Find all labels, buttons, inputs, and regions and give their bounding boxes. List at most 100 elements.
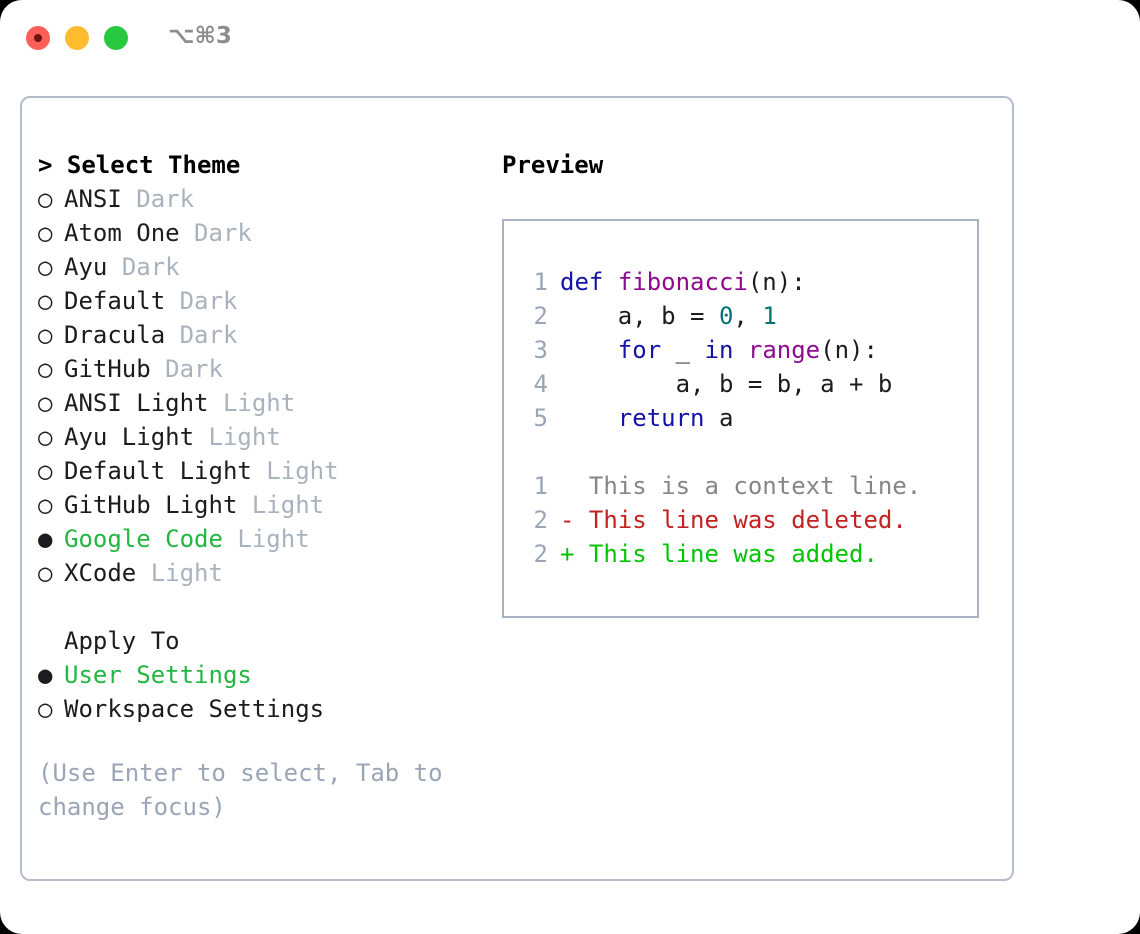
preview-heading: Preview [502, 151, 604, 179]
theme-list-item[interactable]: ○ANSI Light Light [38, 386, 478, 420]
radio-selected-icon[interactable]: ● [38, 661, 53, 689]
code-token: def [560, 268, 604, 296]
theme-name-label: ANSI [64, 185, 122, 213]
theme-list[interactable]: ○ANSI Dark○Atom One Dark○Ayu Dark○Defaul… [38, 182, 478, 590]
theme-label-gap [237, 491, 251, 519]
theme-variant-label: Light [222, 389, 296, 417]
theme-list-item[interactable]: ○ Default Dark [38, 284, 478, 318]
theme-list-item[interactable]: ○GitHub Dark [38, 352, 478, 386]
maximize-button-icon[interactable] [104, 26, 128, 50]
theme-label-gap [223, 525, 237, 553]
diff-sample: 1 This is a context line.2- This line wa… [504, 469, 977, 571]
diff-gap [574, 540, 588, 568]
theme-variant-label: Dark [179, 321, 238, 349]
theme-name-label: Atom One [64, 219, 180, 247]
theme-label-gap [136, 559, 150, 587]
theme-name-label: Default [64, 287, 166, 315]
line-number: 4 [533, 370, 548, 398]
theme-list-item[interactable]: ○ Atom One Dark [38, 216, 478, 250]
diff-line: 2+ This line was added. [504, 537, 977, 571]
radio-unselected-icon[interactable]: ○ [38, 695, 53, 723]
code-token [560, 336, 618, 364]
radio-unselected-icon[interactable]: ○ [38, 287, 53, 315]
close-button-icon[interactable] [26, 26, 50, 50]
line-number: 1 [533, 268, 548, 296]
line-number: 2 [533, 540, 548, 568]
line-number: 1 [533, 472, 548, 500]
radio-selected-icon[interactable]: ● [38, 525, 53, 553]
code-token: for [617, 336, 662, 364]
theme-name-label: GitHub [64, 355, 151, 383]
theme-label-gap [165, 321, 179, 349]
theme-label-gap [252, 457, 266, 485]
theme-list-item[interactable]: ●Google Code Light [38, 522, 478, 556]
theme-label-gap [165, 287, 179, 315]
code-token [560, 404, 618, 432]
radio-unselected-icon[interactable]: ○ [38, 457, 53, 485]
line-number: 2 [533, 506, 548, 534]
apply-to-heading-label: Apply To [64, 627, 180, 655]
diff-gap [574, 506, 588, 534]
apply-to-list-item[interactable]: ● User Settings [38, 658, 478, 692]
code-token: a [704, 404, 734, 432]
diff-sign: - [560, 506, 575, 534]
apply-to-list[interactable]: ● User Settings ○Workspace Settings [38, 658, 478, 726]
apply-to-list-item[interactable]: ○Workspace Settings [38, 692, 478, 726]
radio-unselected-icon[interactable]: ○ [38, 491, 53, 519]
code-token: 0 [718, 302, 734, 330]
code-token [603, 268, 617, 296]
theme-name-label: GitHub Light [64, 491, 238, 519]
radio-unselected-icon[interactable]: ○ [38, 253, 53, 281]
diff-sign: + [560, 540, 575, 568]
code-line: 3 for _ in range(n): [504, 333, 977, 367]
theme-name-label: Ayu Light [64, 423, 195, 451]
minimize-button-icon[interactable] [65, 26, 89, 50]
theme-list-item[interactable]: ○Default Light Light [38, 454, 478, 488]
radio-unselected-icon[interactable]: ○ [38, 559, 53, 587]
radio-unselected-icon[interactable]: ○ [38, 423, 53, 451]
theme-name-label: Google Code [64, 525, 223, 553]
radio-unselected-icon[interactable]: ○ [38, 219, 53, 247]
select-theme-heading: > Select Theme [38, 151, 241, 179]
diff-line: 1 This is a context line. [504, 469, 977, 503]
radio-unselected-icon[interactable]: ○ [38, 185, 53, 213]
apply-to-heading: Apply To [38, 624, 478, 658]
radio-unselected-icon[interactable]: ○ [38, 389, 53, 417]
theme-list-item[interactable]: ○ Ayu Light Light [38, 420, 478, 454]
code-token: return [617, 404, 705, 432]
theme-label-gap [194, 423, 208, 451]
theme-selection-column: > Select Theme ○ANSI Dark○Atom One Dark○… [38, 148, 478, 824]
diff-text: This line was deleted. [588, 506, 907, 534]
theme-list-item[interactable]: ○XCode Light [38, 556, 478, 590]
code-token: a, b = [560, 302, 719, 330]
diff-text: This is a context line. [588, 472, 922, 500]
diff-line: 2- This line was deleted. [504, 503, 977, 537]
theme-label-gap [151, 355, 165, 383]
theme-list-item[interactable]: ○Dracula Dark [38, 318, 478, 352]
apply-to-heading-indent [38, 624, 64, 658]
section-spacer [38, 590, 478, 624]
radio-unselected-icon[interactable]: ○ [38, 321, 53, 349]
theme-variant-label: Dark [179, 287, 238, 315]
theme-list-item[interactable]: ○Ayu Dark [38, 250, 478, 284]
code-token [733, 336, 747, 364]
theme-variant-label: Light [251, 491, 325, 519]
theme-variant-label: Dark [194, 219, 252, 247]
code-token: fibonacci [617, 268, 748, 296]
theme-label-gap [122, 185, 136, 213]
apply-to-name-label: User Settings [64, 661, 252, 689]
code-token: (n): [820, 336, 878, 364]
theme-list-item[interactable]: ○ANSI Dark [38, 182, 478, 216]
theme-list-item[interactable]: ○ GitHub Light Light [38, 488, 478, 522]
radio-unselected-icon[interactable]: ○ [38, 355, 53, 383]
keyboard-shortcut-label: ⌥⌘3 [168, 23, 232, 49]
line-number: 2 [533, 302, 548, 330]
code-token: a, b = b, a + b [560, 370, 893, 398]
theme-variant-label: Light [208, 423, 281, 451]
title-bar: ⌥⌘3 [0, 0, 1140, 80]
diff-gap [574, 472, 588, 500]
theme-label-gap [180, 219, 194, 247]
code-line: 2 a, b = 0, 1 [504, 299, 977, 333]
